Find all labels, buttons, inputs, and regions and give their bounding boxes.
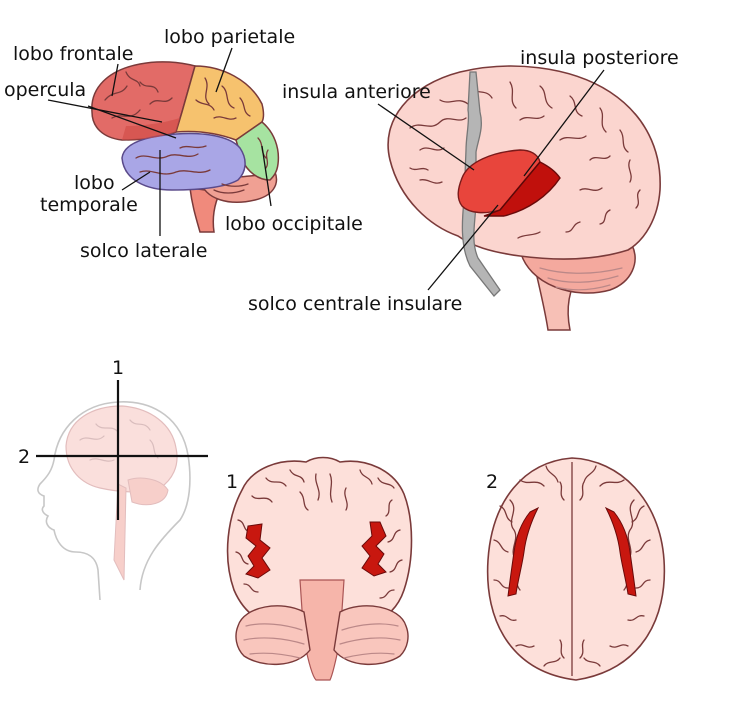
label-lobo-temporale-line2: temporale: [40, 194, 138, 216]
label-lobo-occipitale: lobo occipitale: [225, 213, 363, 235]
head-silhouette: [37, 401, 191, 601]
head-brain: [65, 405, 178, 493]
parietal-lobe: [174, 65, 265, 141]
occipital-lobe: [235, 121, 280, 181]
label-opercula: opercula: [4, 79, 86, 101]
coronal-insula-left: [245, 523, 271, 579]
insula-posteriore: [483, 161, 561, 217]
label-insula-posteriore: insula posteriore: [520, 47, 679, 69]
axial-insula-left: [507, 506, 540, 597]
label-lobo-temporale-line1: lobo: [74, 172, 115, 194]
label-solco-laterale: solco laterale: [80, 240, 207, 262]
coronal-section: [226, 456, 413, 681]
retracted-operculum: [461, 71, 501, 297]
head-section-planes: [37, 401, 191, 601]
coronal-brain-outline: [226, 456, 413, 623]
brainstem: [189, 187, 222, 233]
axial-insula-right: [604, 506, 637, 597]
label-coronal-1: 1: [226, 471, 238, 493]
section-plane-lines: [36, 380, 208, 520]
label-lobo-frontale: lobo frontale: [13, 43, 133, 65]
label-plane-1: 1: [112, 357, 124, 379]
label-plane-2: 2: [18, 446, 30, 468]
label-solco-centrale-insulare: solco centrale insulare: [248, 293, 462, 315]
coronal-insula-right: [361, 521, 387, 577]
lobe-leader-lines: [47, 47, 272, 236]
label-lobo-parietale: lobo parietale: [164, 26, 295, 48]
insula-leader-lines: [377, 69, 605, 291]
label-axial-2: 2: [486, 471, 498, 493]
insula-brain-diagram: [387, 65, 661, 331]
axial-section: [486, 457, 666, 681]
temporal-lobe: [121, 132, 246, 191]
label-insula-anteriore: insula anteriore: [282, 81, 431, 103]
lobe-brain-diagram: [91, 61, 280, 233]
